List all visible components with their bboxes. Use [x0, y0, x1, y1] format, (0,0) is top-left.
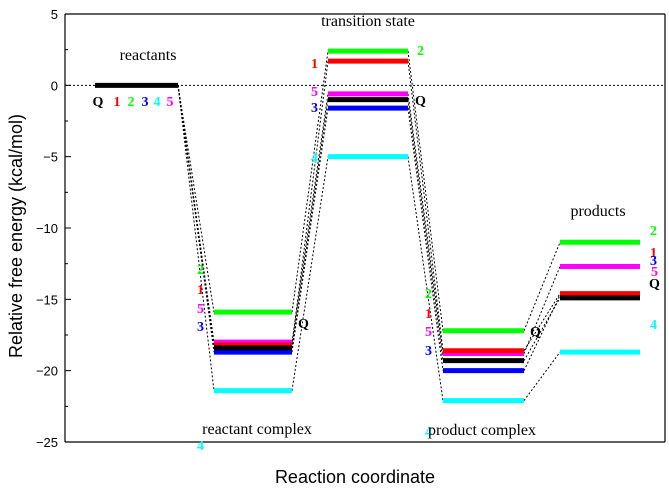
connector-series-4	[407, 156, 444, 401]
series-label-p-5: 5	[651, 265, 658, 280]
series-label-rc-2: 2	[197, 263, 204, 278]
series-label-ts-1: 1	[311, 57, 318, 72]
series-label-rc-5: 5	[197, 302, 204, 317]
series-label-p-Q: Q	[649, 277, 660, 292]
series-label-pc-5: 5	[425, 325, 432, 340]
series-label-reactants-3: 3	[142, 95, 149, 110]
connector-series-5	[291, 93, 329, 343]
state-label-transition-state: transition state	[321, 13, 415, 30]
connector-series-5	[523, 266, 561, 354]
series-label-ts-2: 2	[417, 44, 424, 59]
state-label-reactants: reactants	[120, 47, 177, 64]
connector-lines	[177, 51, 561, 401]
series-label-reactants-2: 2	[128, 95, 135, 110]
connector-series-2	[407, 51, 444, 331]
connector-series-2	[177, 85, 215, 313]
state-label-reactant-complex: reactant complex	[202, 421, 312, 438]
series-label-reactants-1: 1	[114, 95, 121, 110]
y-axis-title: Relative free energy (kcal/mol)	[6, 114, 26, 358]
connector-series-2	[291, 51, 329, 313]
series-label-ts-Q: Q	[415, 94, 426, 109]
series-label-p-3: 3	[650, 254, 657, 269]
series-label-rc-1: 1	[197, 283, 204, 298]
y-tick-label: 5	[51, 7, 58, 22]
connector-series-2	[523, 242, 561, 331]
series-label-rc-4: 4	[197, 439, 204, 454]
y-tick-label: −10	[36, 221, 58, 236]
series-label-ts-5: 5	[311, 85, 318, 100]
connector-series-1	[177, 85, 215, 346]
connector-series-4	[177, 85, 215, 391]
series-label-rc-3: 3	[197, 320, 204, 335]
state-label-product-complex: product complex	[428, 422, 536, 439]
y-tick-label: −15	[36, 292, 58, 307]
connector-series-1	[523, 293, 561, 351]
series-label-pc-3: 3	[425, 344, 432, 359]
connector-series-3	[523, 294, 561, 371]
energy-levels	[95, 48, 640, 404]
y-tick-label: −20	[36, 364, 58, 379]
y-tick-label: −5	[43, 150, 58, 165]
y-tick-label: −25	[36, 435, 58, 450]
connector-series-4	[291, 156, 329, 391]
connector-series-3	[407, 108, 444, 371]
series-label-reactants-5: 5	[167, 95, 174, 110]
series-label-pc-1: 1	[425, 307, 432, 322]
series-label-p-2: 2	[650, 224, 657, 239]
connector-series-3	[291, 108, 329, 353]
y-tick-label: 0	[51, 78, 58, 93]
connector-series-5	[177, 85, 215, 343]
series-label-pc-2: 2	[425, 287, 432, 302]
axes: 5 0 −5 −10 −15 −20 −25	[36, 7, 666, 450]
series-label-ts-4: 4	[311, 151, 318, 166]
series-label-ts-3: 3	[311, 101, 318, 116]
series-label-reactants-Q: Q	[93, 95, 104, 110]
connector-series-Q	[291, 99, 329, 348]
connector-series-1	[407, 61, 444, 351]
state-label-products: products	[570, 203, 625, 220]
series-label-p-4: 4	[650, 318, 657, 333]
series-label-pc-4: 4	[425, 425, 432, 440]
x-axis-title: Reaction coordinate	[275, 467, 435, 487]
series-label-pc-Q: Q	[530, 325, 541, 340]
series-label-p-1: 1	[650, 246, 657, 261]
series-label-rc-Q: Q	[298, 317, 309, 332]
series-label-reactants-4: 4	[154, 95, 161, 110]
